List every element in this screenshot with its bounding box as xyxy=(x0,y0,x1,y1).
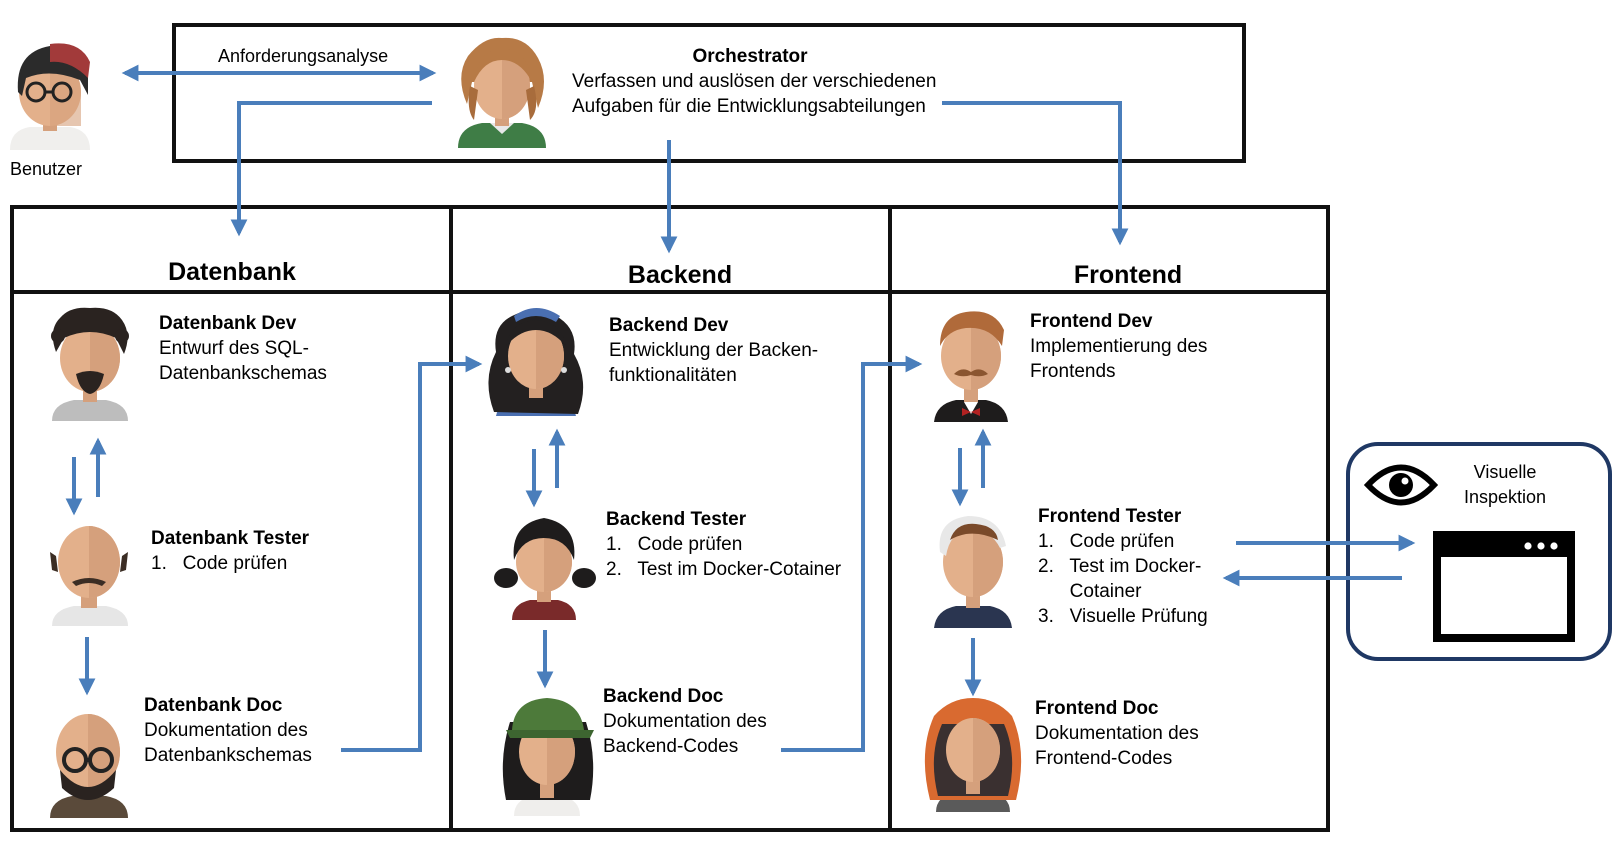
frontend-doc-line-2: Frontend-Codes xyxy=(1035,748,1172,769)
visual-inspection-line-2: Inspektion xyxy=(1464,487,1546,507)
frontend-dev-avatar xyxy=(934,311,1008,422)
orchestrator-line-2: Aufgaben für die Entwicklungsabteilungen xyxy=(572,96,926,117)
backend-doc-line-1: Dokumentation des xyxy=(603,711,767,732)
datenbank-dev-line-2: Datenbankschemas xyxy=(159,363,327,384)
frontend-tester-line-2: 2. Test im Docker- xyxy=(1038,556,1201,577)
arrow-be-doc-to-frontend-dev xyxy=(781,355,923,752)
frontend-tester-line-3: Cotainer xyxy=(1038,581,1142,602)
datenbank-doc-title: Datenbank Doc xyxy=(144,695,283,716)
eye-icon xyxy=(1363,464,1439,506)
backend-dev-line-1: Entwicklung der Backen- xyxy=(609,340,818,361)
datenbank-doc-line-1: Dokumentation des xyxy=(144,720,308,741)
datenbank-header: Datenbank xyxy=(168,258,296,286)
orchestrator-frame xyxy=(172,23,1246,163)
frontend-tester-line-4: 3. Visuelle Prüfung xyxy=(1038,606,1208,627)
arrow-to-frontend xyxy=(942,101,1129,246)
frontend-dev-line-1: Implementierung des xyxy=(1030,336,1207,357)
frontend-header: Frontend xyxy=(1074,261,1182,289)
arrow-db-doc-to-backend-dev xyxy=(341,355,483,752)
frontend-dev-title: Frontend Dev xyxy=(1030,311,1153,332)
frontend-tester-line-1: 1. Code prüfen xyxy=(1038,531,1174,552)
datenbank-dev-title: Datenbank Dev xyxy=(159,313,297,334)
frontend-tester-title: Frontend Tester xyxy=(1038,506,1182,527)
orchestrator-title: Orchestrator xyxy=(692,46,808,67)
frontend-doc-avatar xyxy=(924,698,1022,812)
frontend-tester-avatar xyxy=(934,516,1012,628)
datenbank-tester-line-1: 1. Code prüfen xyxy=(151,553,287,574)
browser-window-icon xyxy=(1433,531,1575,642)
visual-inspection-frame xyxy=(1346,442,1612,661)
requirements-label: Anforderungsanalyse xyxy=(218,46,388,66)
arrow-to-datenbank xyxy=(230,101,432,237)
backend-tester-line-2: 2. Test im Docker-Cotainer xyxy=(606,559,842,580)
orchestrator-line-1: Verfassen und auslösen der verschiedenen xyxy=(572,71,936,92)
datenbank-doc-avatar xyxy=(50,714,128,818)
frontend-doc-line-1: Dokumentation des xyxy=(1035,723,1199,744)
backend-tester-title: Backend Tester xyxy=(606,509,747,530)
visual-inspection-line-1: Visuelle xyxy=(1474,462,1537,482)
backend-tester-avatar xyxy=(494,518,596,620)
datenbank-dev-line-1: Entwurf des SQL- xyxy=(159,338,309,359)
user-avatar xyxy=(10,43,90,150)
backend-dev-avatar xyxy=(488,308,584,416)
frontend-doc-title: Frontend Doc xyxy=(1035,698,1159,719)
datenbank-doc-line-2: Datenbankschemas xyxy=(144,745,312,766)
orchestrator-avatar xyxy=(458,37,546,148)
datenbank-dev-avatar xyxy=(51,307,129,421)
datenbank-tester-title: Datenbank Tester xyxy=(151,528,310,549)
arrows xyxy=(65,64,1416,752)
backend-header: Backend xyxy=(628,261,732,289)
backend-dev-line-2: funktionalitäten xyxy=(609,365,737,386)
backend-doc-avatar xyxy=(502,698,594,816)
user-label: Benutzer xyxy=(10,159,82,179)
backend-doc-title: Backend Doc xyxy=(603,686,724,707)
frontend-dev-line-2: Frontends xyxy=(1030,361,1116,382)
backend-dev-title: Backend Dev xyxy=(609,315,729,336)
backend-doc-line-2: Backend-Codes xyxy=(603,736,738,757)
datenbank-tester-avatar xyxy=(50,526,128,626)
backend-tester-line-1: 1. Code prüfen xyxy=(606,534,742,555)
